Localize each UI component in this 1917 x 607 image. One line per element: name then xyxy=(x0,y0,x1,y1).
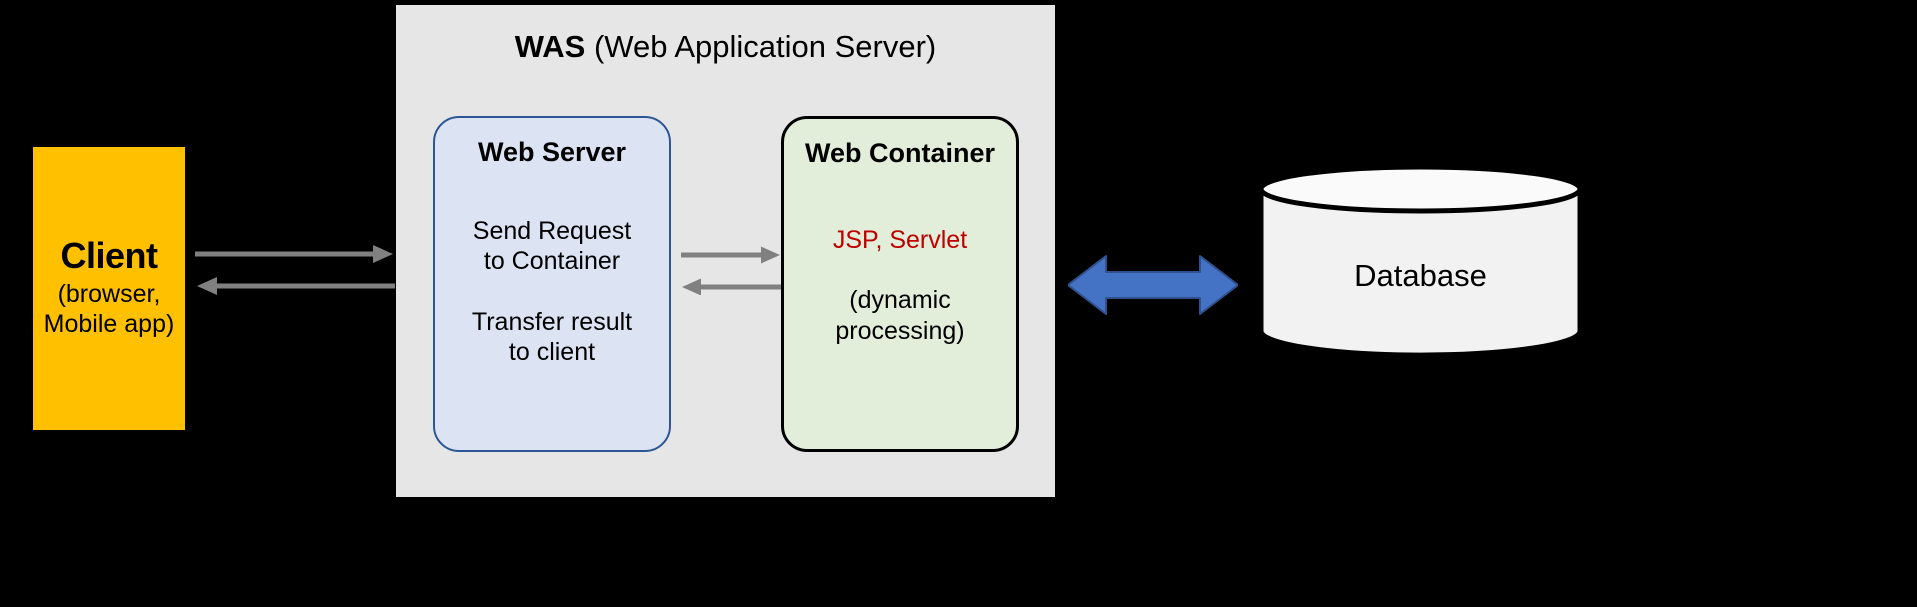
web-server-box: Web Server Send Request to Container Tra… xyxy=(433,116,671,452)
was-title: WAS (Web Application Server) xyxy=(396,29,1055,65)
web-container-title: Web Container xyxy=(804,138,995,168)
web-container-line-1: JSP, Servlet xyxy=(832,225,968,254)
web-server-container-connector xyxy=(681,243,781,296)
database-icon xyxy=(1258,164,1583,358)
client-title: Client xyxy=(60,235,158,277)
web-server-title: Web Server xyxy=(477,137,627,167)
bidirectional-arrow-icon xyxy=(195,245,395,295)
bidirectional-arrow-icon xyxy=(681,246,781,296)
was-database-connector xyxy=(1067,250,1239,320)
database-cylinder xyxy=(1258,164,1583,358)
client-box: Client (browser, Mobile app) xyxy=(33,147,185,430)
double-headed-arrow-icon xyxy=(1067,255,1239,315)
database-label: Database xyxy=(1354,258,1487,293)
was-title-expansion: (Web Application Server) xyxy=(585,29,937,64)
web-container-line-2: (dynamic processing) xyxy=(835,286,965,345)
web-container-box: Web Container JSP, Servlet (dynamic proc… xyxy=(781,116,1019,452)
client-web-server-connector xyxy=(195,240,395,296)
web-server-line-2: Transfer result to client xyxy=(471,307,633,367)
web-server-line-1: Send Request to Container xyxy=(472,216,632,276)
was-title-acronym: WAS xyxy=(514,29,586,64)
client-subtitle: (browser, Mobile app) xyxy=(43,279,175,339)
